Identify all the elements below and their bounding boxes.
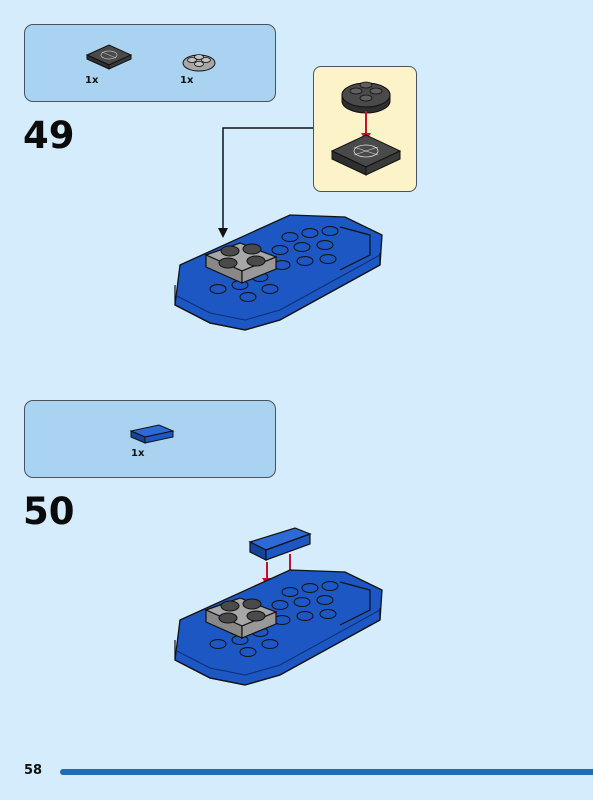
step-50-model	[174, 527, 383, 686]
page-progress-bar	[60, 769, 593, 775]
step-50-number: 50	[23, 490, 75, 533]
step-50-parts-panel: 1x	[24, 400, 276, 478]
step-49-part-2-quantity: 1x	[180, 75, 194, 86]
page-number: 58	[24, 763, 43, 778]
light-gray-round-plate-icon	[182, 54, 216, 72]
dark-gray-plate-2x2-icon	[85, 44, 133, 70]
step-49-number: 49	[23, 114, 75, 157]
step-50-part-1-quantity: 1x	[131, 448, 145, 459]
blue-tile-1x2-icon	[129, 424, 175, 444]
sub-assembly-illustration	[330, 81, 402, 176]
step-49-parts-panel: 1x 1x	[24, 24, 276, 102]
step-49-model	[174, 214, 383, 331]
step-49-part-1-quantity: 1x	[85, 75, 99, 86]
sub-assembly-callout	[313, 66, 417, 192]
